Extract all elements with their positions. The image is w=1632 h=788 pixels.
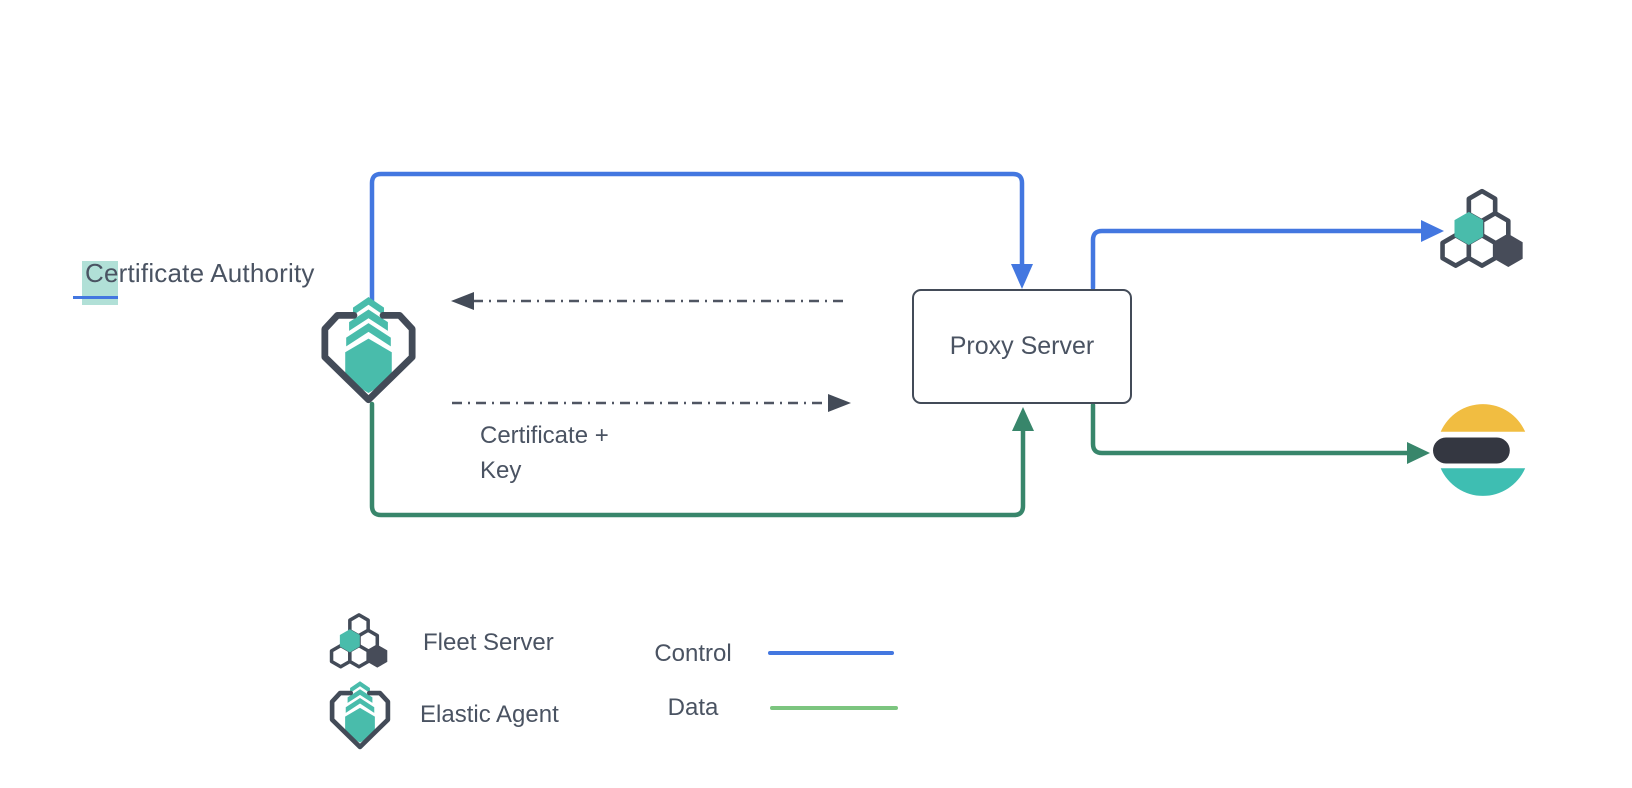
data-connector-agent-to-proxy[interactable] xyxy=(369,401,1034,518)
proxy-server-node[interactable]: Proxy Server xyxy=(912,289,1132,404)
text-cursor-underline xyxy=(73,296,118,299)
legend-elastic-agent-icon xyxy=(329,680,391,752)
proxy-server-label: Proxy Server xyxy=(949,332,1095,360)
certificate-key-label[interactable]: Certificate + Key xyxy=(480,422,609,484)
legend-data-label: Data xyxy=(667,694,719,721)
certificate-connector-agent-to-proxy[interactable] xyxy=(452,394,851,412)
elastic-agent-icon[interactable] xyxy=(320,295,417,408)
legend-control-line-swatch xyxy=(768,651,894,655)
arrowhead-right-icon xyxy=(1407,442,1430,464)
elasticsearch-logo[interactable] xyxy=(1433,402,1529,498)
arrowhead-up-icon xyxy=(1012,407,1034,431)
arrowhead-right-icon xyxy=(1421,220,1444,242)
control-connector-agent-to-proxy[interactable] xyxy=(369,171,1033,305)
data-connector-proxy-to-elasticsearch[interactable] xyxy=(1090,402,1430,464)
certificate-connector-proxy-to-agent[interactable] xyxy=(451,292,845,310)
legend-fleet-server-label: Fleet Server xyxy=(423,629,554,656)
legend-data-line-swatch xyxy=(770,706,898,710)
arrowhead-down-icon xyxy=(1011,264,1033,289)
arrowhead-right-icon xyxy=(828,394,851,412)
legend-fleet-server-icon xyxy=(327,612,391,671)
certificate-authority-label[interactable]: Certificate Authority xyxy=(85,258,315,288)
control-connector-proxy-to-fleet[interactable] xyxy=(1090,220,1444,291)
legend-control-label: Control xyxy=(654,640,732,667)
arrowhead-left-icon xyxy=(451,292,474,310)
legend-elastic-agent-label: Elastic Agent xyxy=(420,701,559,728)
fleet-server-icon[interactable] xyxy=(1436,187,1528,272)
